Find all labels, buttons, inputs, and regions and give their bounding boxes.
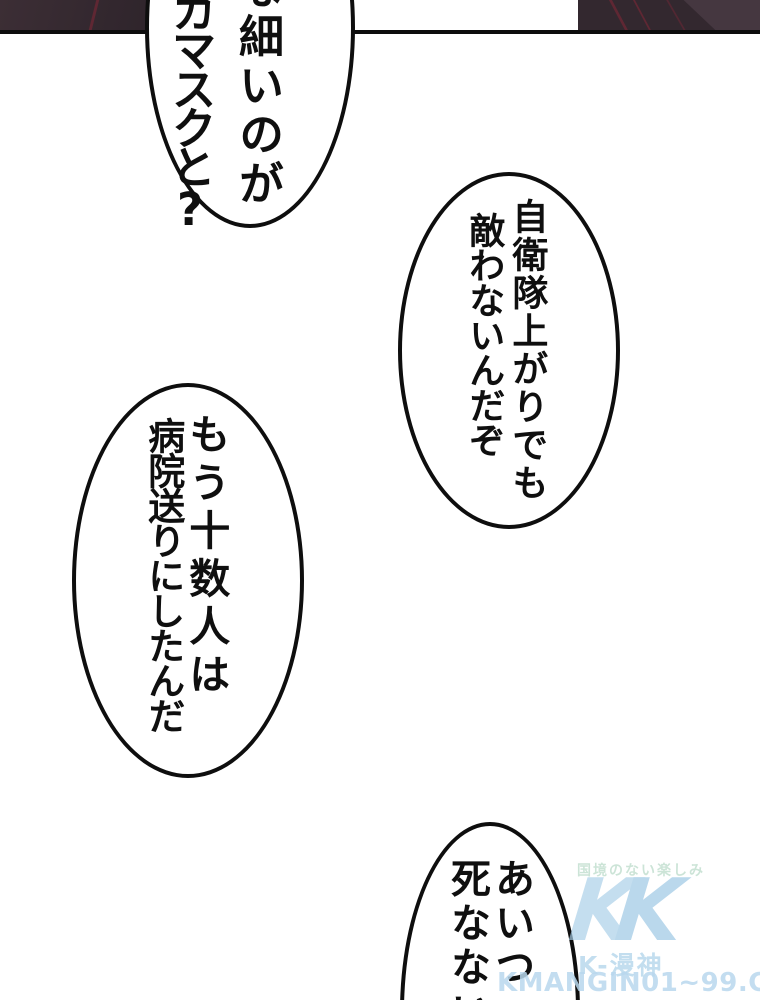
watermark-k-logo: K K bbox=[564, 861, 718, 964]
panel-accent-line bbox=[606, 0, 633, 31]
text-column: 病院送りにしたんだ bbox=[141, 417, 185, 732]
speech-text-top-left: な細いのが カマスクと? bbox=[156, 0, 291, 230]
text-column: 自衛隊上がりでも bbox=[506, 198, 548, 502]
text-column: もう十数人は bbox=[181, 413, 230, 701]
speech-bubble-left bbox=[72, 383, 304, 778]
watermark-k-glyph: K bbox=[564, 861, 642, 961]
text-column: 敵わないんだぞ bbox=[463, 212, 505, 457]
text-column: 死なない bbox=[444, 858, 490, 1000]
panel-border bbox=[0, 30, 760, 34]
text-column: あいつ bbox=[488, 858, 534, 990]
watermark-brand: K-漫神 bbox=[578, 951, 664, 980]
panel-accent-line bbox=[630, 0, 656, 31]
speech-bubble-right bbox=[398, 172, 620, 529]
panel-accent-line bbox=[86, 0, 101, 31]
watermark-k-glyph: K bbox=[610, 861, 688, 961]
watermark-slogan: 国境のない楽しみ bbox=[577, 863, 705, 879]
speech-text-bottom: あいつ 死なない bbox=[444, 858, 534, 1000]
speech-text-right: 自衛隊上がりでも 敵わないんだぞ bbox=[462, 198, 548, 502]
speech-text-left: もう十数人は 病院送りにしたんだ bbox=[141, 413, 230, 732]
panel-accent-line bbox=[663, 0, 691, 31]
text-column: な細いのが bbox=[231, 0, 284, 209]
text-column: カマスクと? bbox=[163, 0, 217, 230]
scene-panel-right bbox=[578, 0, 760, 31]
